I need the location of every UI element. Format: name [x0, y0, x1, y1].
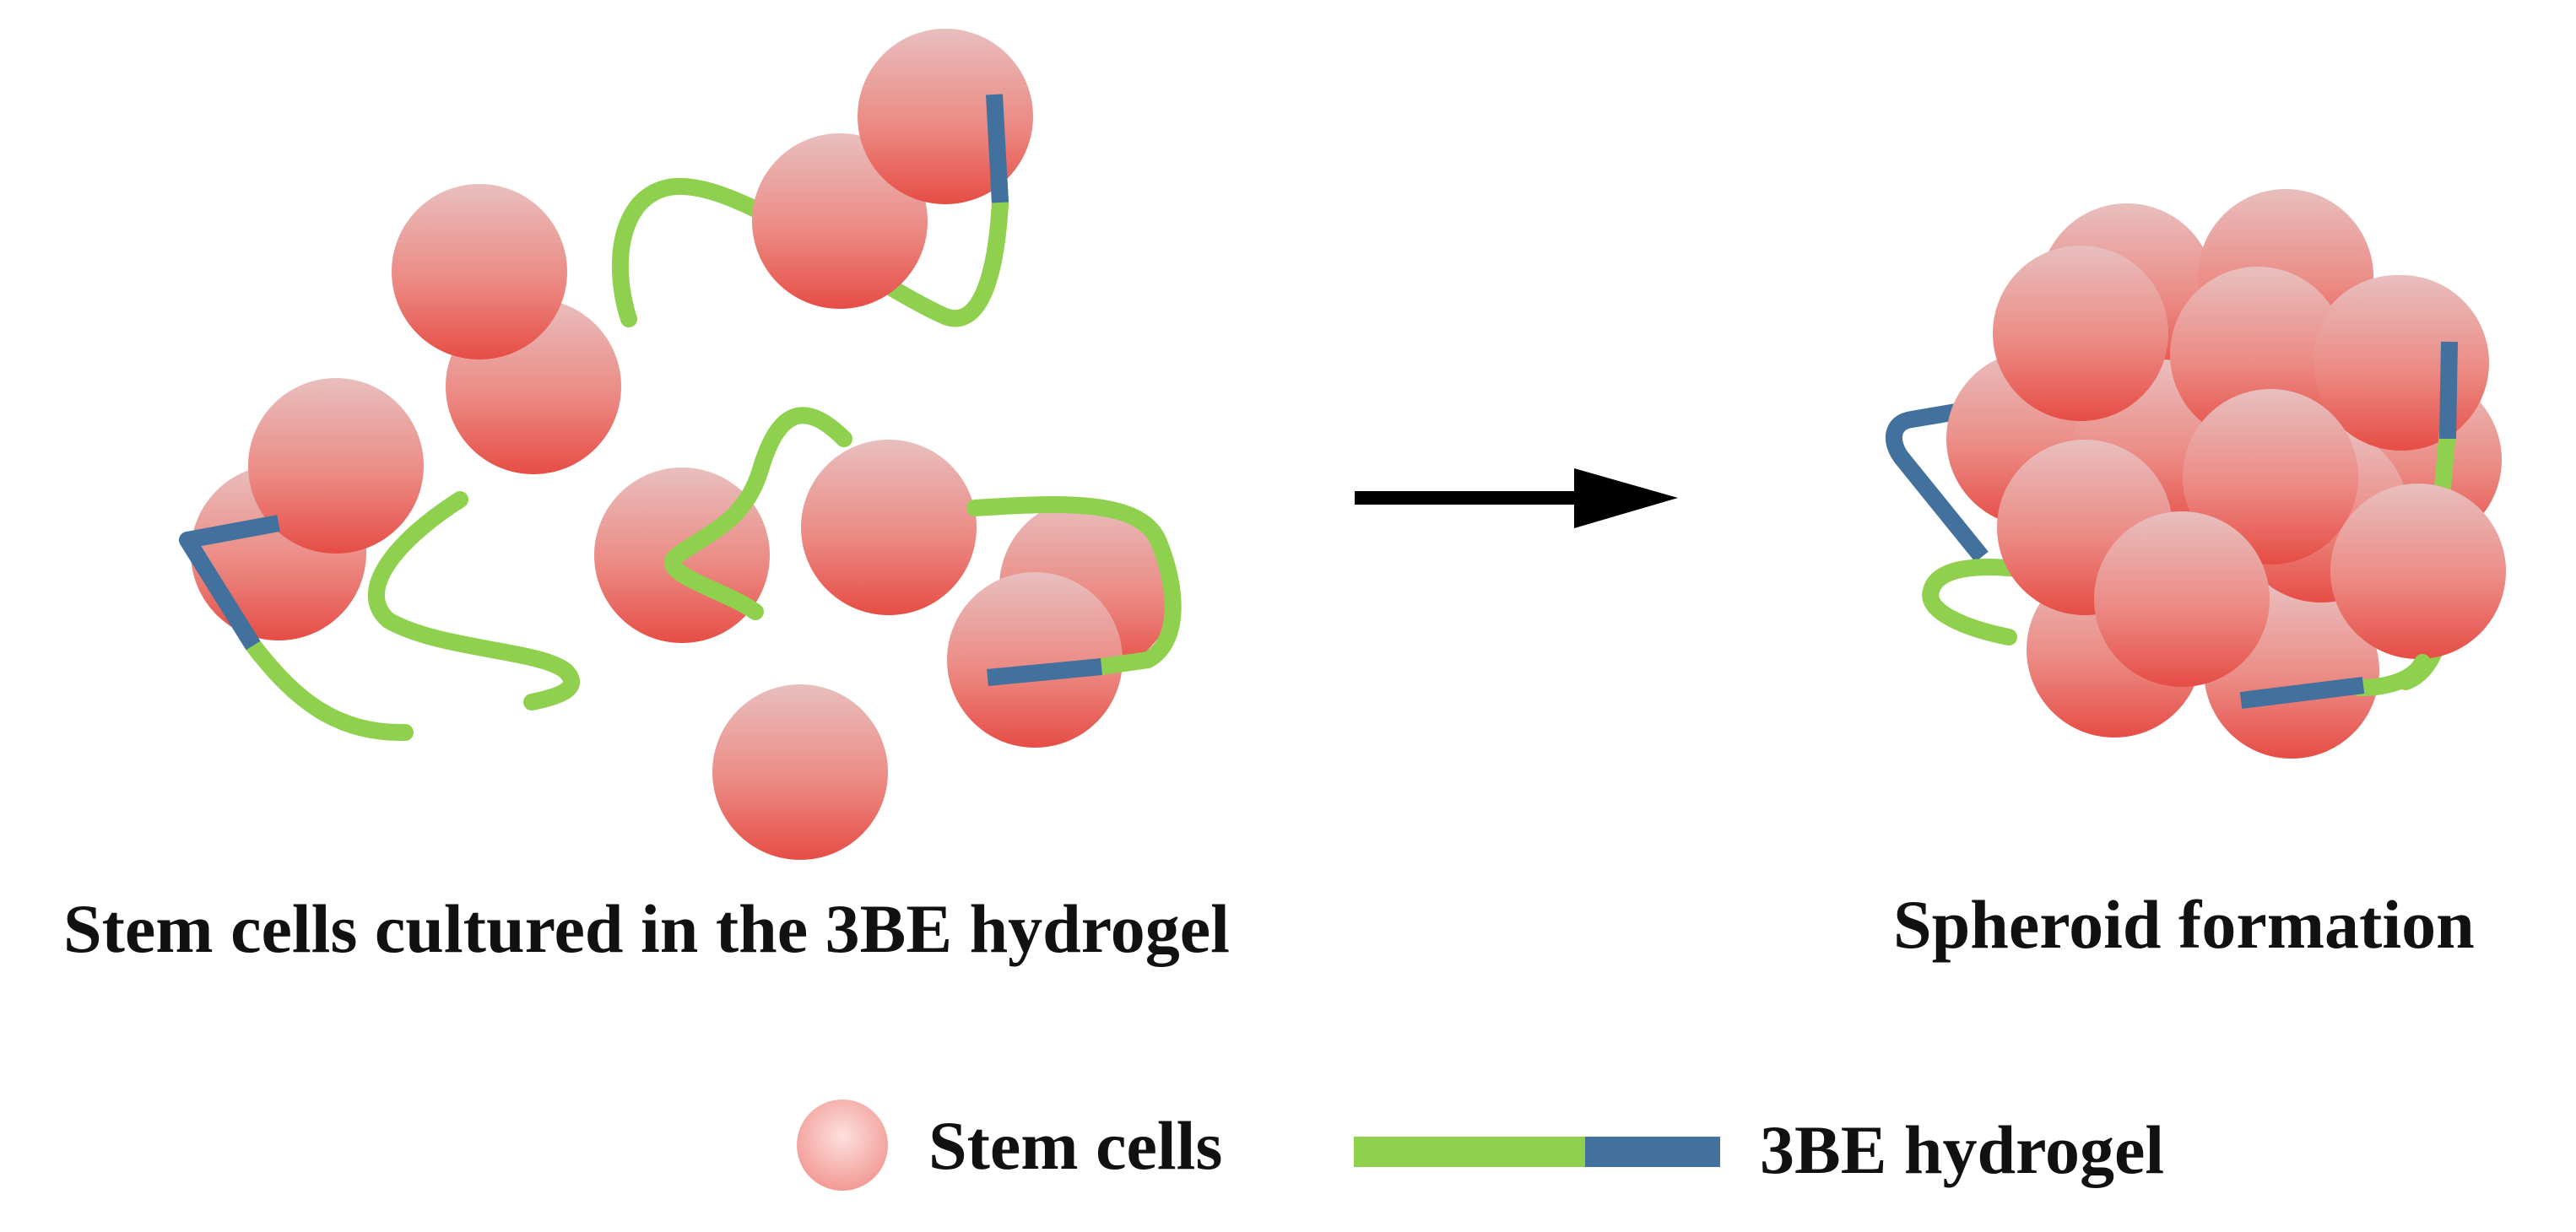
hydrogel-strand: [1922, 559, 2032, 646]
legend-stem-cell-symbol: [797, 1100, 888, 1191]
stem-cell: [858, 29, 1033, 204]
right-caption: Spheroid formation: [1893, 886, 2475, 963]
hydrogel-strand: [937, 194, 1009, 327]
hydrogel-strand: [1885, 397, 1998, 563]
hydrogel-strand: [245, 637, 414, 742]
spheroid-panel: [1885, 189, 2506, 759]
hydrogel-strand: [2239, 677, 2365, 709]
stem-cell: [2094, 511, 2270, 687]
legend-hydrogel-label: 3BE hydrogel: [1760, 1111, 2164, 1188]
hydrogel-strand: [367, 491, 580, 711]
hydrogel-strand: [987, 658, 1102, 686]
stem-cell: [947, 572, 1123, 748]
stem-cell: [2330, 484, 2506, 659]
stem-cell: [801, 440, 977, 615]
hydrogel-strand: [986, 94, 1009, 203]
hydrogel-strand: [664, 407, 852, 620]
hydrogel-strand: [2439, 341, 2458, 440]
stem-cell: [712, 684, 888, 860]
hydrogel-strand: [966, 496, 1182, 675]
transition-arrow: [1355, 468, 1678, 528]
legend: Stem cells 3BE hydrogel: [797, 1100, 2164, 1191]
stem-cell: [392, 184, 567, 359]
stem-cell: [248, 378, 424, 554]
legend-stem-cells-label: Stem cells: [928, 1107, 1222, 1184]
stem-cell: [2183, 389, 2358, 565]
hydrogel-strand: [2351, 654, 2431, 696]
stem-cell: [1993, 246, 2168, 421]
hydrogel-strand: [179, 515, 280, 651]
cultured-cells-panel: [179, 29, 1182, 860]
left-caption: Stem cells cultured in the 3BE hydrogel: [63, 890, 1230, 967]
